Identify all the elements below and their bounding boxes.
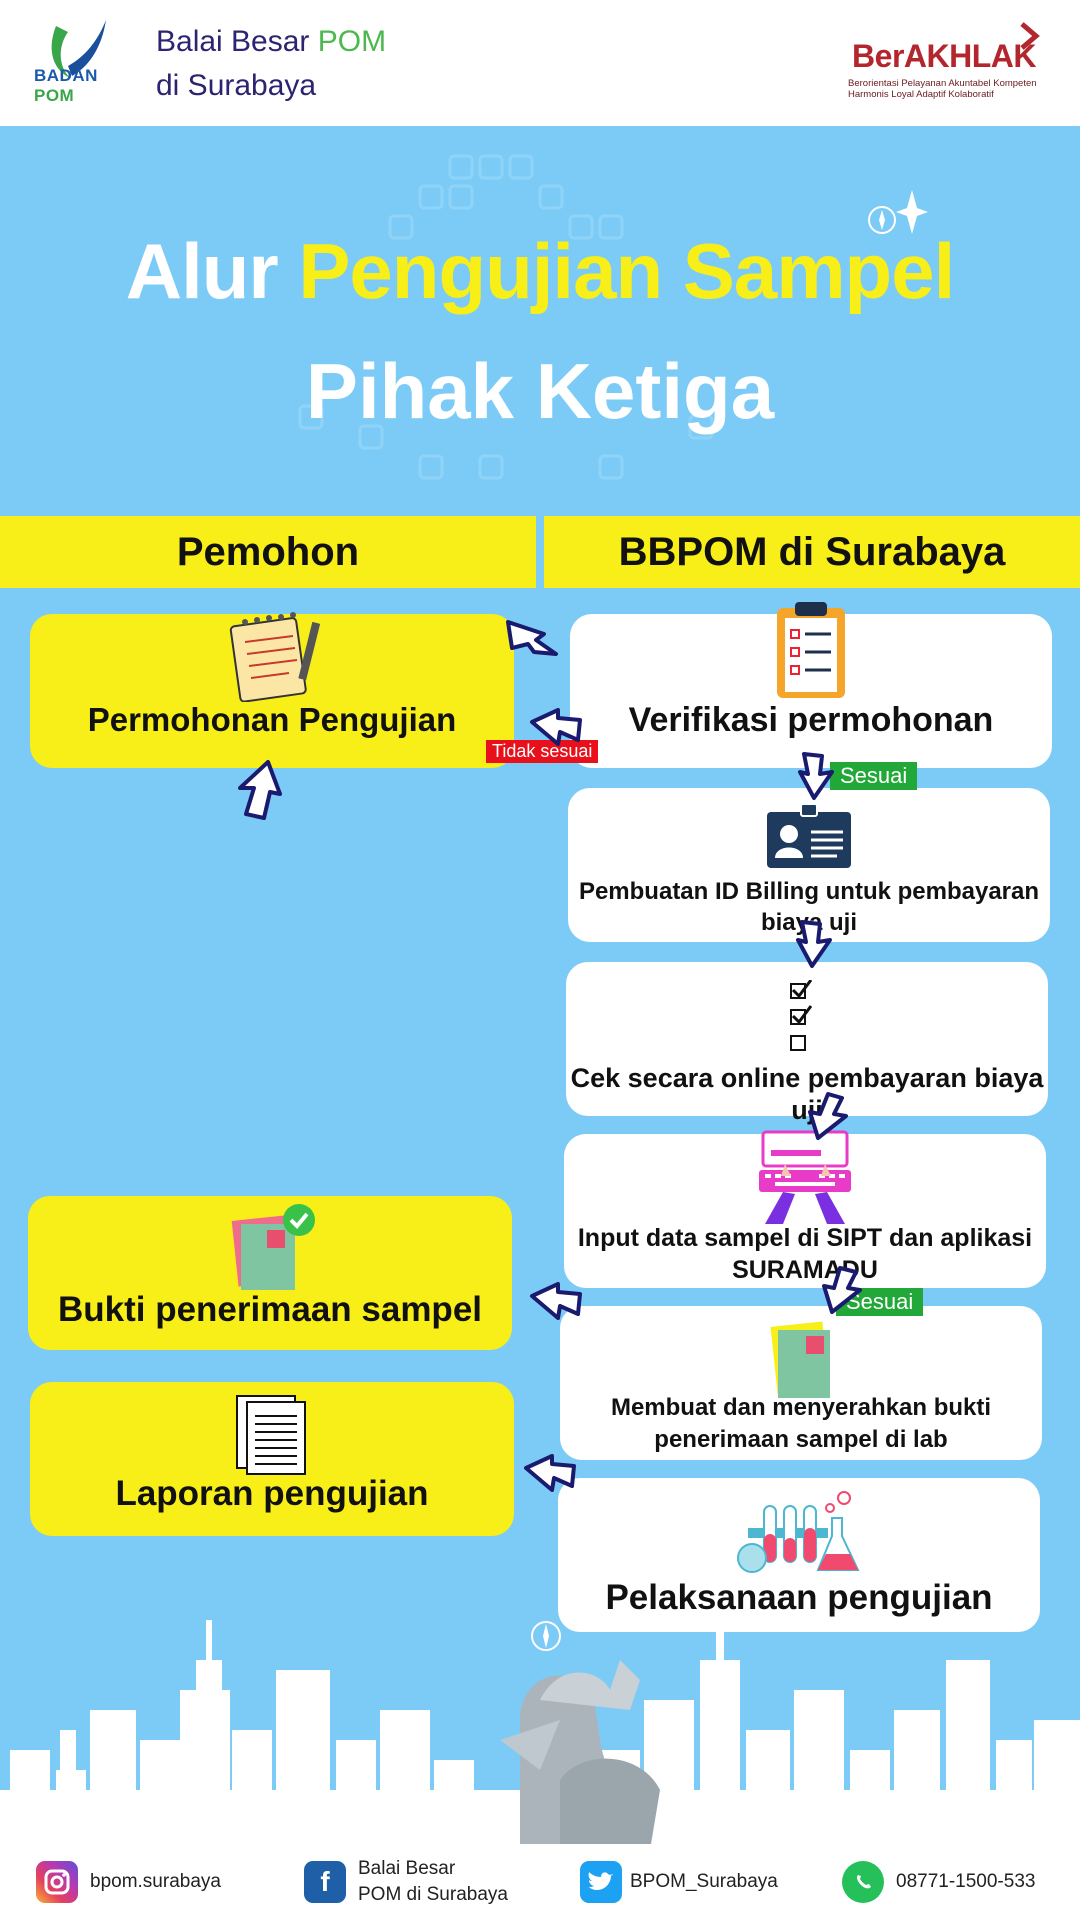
facebook-icon: f <box>304 1861 346 1903</box>
main-title-line2: Pihak Ketiga <box>305 347 775 435</box>
arrow-down-icon <box>798 752 834 800</box>
twitter-handle: BPOM_Surabaya <box>630 1871 778 1892</box>
title-pengujian-sampel: Pengujian Sampel <box>298 227 955 315</box>
arrow-right-icon <box>506 620 558 656</box>
header: BADAN POM Balai Besar POM di Surabaya Be… <box>0 0 1080 126</box>
twitter-icon <box>580 1861 622 1903</box>
checklist-icon <box>790 980 813 1051</box>
facebook-name-line1: Balai Besar <box>358 1858 456 1879</box>
documents-check-icon <box>231 1204 315 1290</box>
facebook-name-line2: POM di Surabaya <box>358 1884 508 1905</box>
footer-instagram[interactable]: bpom.surabaya <box>36 1844 221 1920</box>
clipboard-checklist-icon <box>777 602 845 698</box>
laptop-typing-icon <box>759 1130 851 1224</box>
arrow-up-icon <box>238 760 282 820</box>
step-label-billing: Pembuatan ID Billing untuk pembayaran bi… <box>578 878 1040 936</box>
arrow-left-icon <box>524 1454 576 1492</box>
background-pattern <box>298 154 714 480</box>
berakhlak-logo: BerAKHLAK Berorientasi Pelayanan Akuntab… <box>844 22 1044 102</box>
instagram-icon <box>36 1861 78 1903</box>
step-bukti-penerimaan: Bukti penerimaan sampel <box>28 1196 512 1350</box>
tag-sesuai-verifikasi: Sesuai <box>830 762 918 790</box>
footer-facebook[interactable]: f Balai Besar POM di Surabaya <box>304 1844 508 1920</box>
arrow-down-icon <box>808 1092 848 1140</box>
column-header-bbpom: BBPOM di Surabaya <box>544 516 1080 588</box>
header-title-balai: Balai Besar <box>156 25 318 58</box>
logo-text-pom: POM <box>34 86 75 105</box>
step-permohonan-pengujian: Permohonan Pengujian <box>30 612 514 768</box>
berakhlak-tagline: Berorientasi Pelayanan Akuntabel Kompete… <box>848 78 1037 100</box>
footer-twitter[interactable]: BPOM_Surabaya <box>580 1844 778 1920</box>
arrow-left-icon <box>530 708 582 746</box>
arrow-down-icon <box>822 1266 862 1314</box>
step-label-pelaksanaan: Pelaksanaan pengujian <box>605 1578 993 1617</box>
berakhlak-word: BerAKHLAK <box>852 38 1036 74</box>
chevron-right-icon <box>1020 22 1040 50</box>
arrow-left-icon <box>530 1282 582 1320</box>
badan-pom-logo: BADAN POM <box>28 16 128 106</box>
step-label-cek: Cek secara online pembayaran biaya uji <box>570 1063 1044 1125</box>
footer: bpom.surabaya f Balai Besar POM di Surab… <box>0 1844 1080 1920</box>
city-skyline-illustration <box>0 1610 1080 1850</box>
notepad-icon <box>229 612 321 702</box>
logo-text-badan: BADAN <box>34 66 98 85</box>
whatsapp-icon <box>842 1861 884 1903</box>
arrow-down-icon <box>796 920 832 968</box>
step-label-membuat: Membuat dan menyerahkan bukti penerimaan… <box>610 1394 992 1453</box>
lab-flask-icon <box>737 1491 860 1573</box>
step-pelaksanaan-pengujian: Pelaksanaan pengujian <box>558 1478 1040 1632</box>
tag-sesuai-input: Sesuai <box>836 1288 924 1316</box>
header-title-pom: POM <box>317 25 387 58</box>
step-pembuatan-id-billing: Pembuatan ID Billing untuk pembayaran bi… <box>568 788 1050 942</box>
documents-icon <box>770 1321 830 1398</box>
header-title: Balai Besar POM di Surabaya <box>156 20 386 108</box>
header-title-surabaya: di Surabaya <box>156 69 317 102</box>
step-membuat-bukti: Membuat dan menyerahkan bukti penerimaan… <box>560 1306 1042 1460</box>
step-label-permohonan: Permohonan Pengujian <box>87 701 457 738</box>
tag-tidak-sesuai: Tidak sesuai <box>486 740 599 763</box>
step-input-data-sampel: Input data sampel di SIPT dan aplikasi S… <box>564 1130 1046 1288</box>
facebook-name: Balai Besar POM di Surabaya <box>358 1856 508 1908</box>
badan-pom-swoosh-icon <box>51 20 106 78</box>
column-header-pemohon: Pemohon <box>0 516 536 588</box>
step-label-laporan: Laporan pengujian <box>115 1474 429 1513</box>
step-laporan-pengujian: Laporan pengujian <box>30 1382 514 1536</box>
step-cek-pembayaran: Cek secara online pembayaran biaya uji <box>566 962 1048 1125</box>
whatsapp-number: 08771-1500-533 <box>896 1871 1036 1892</box>
title-alur: Alur <box>125 227 299 315</box>
step-label-bukti: Bukti penerimaan sampel <box>57 1290 483 1329</box>
step-verifikasi-permohonan: Verifikasi permohonan <box>570 602 1052 768</box>
footer-whatsapp[interactable]: 08771-1500-533 <box>842 1844 1035 1920</box>
id-card-icon <box>767 804 851 868</box>
main-title-line1: Alur Pengujian Sampel <box>0 226 1080 317</box>
sparkle-icon <box>868 190 928 234</box>
step-label-verifikasi: Verifikasi permohonan <box>628 701 994 739</box>
step-label-input: Input data sampel di SIPT dan aplikasi S… <box>577 1224 1033 1284</box>
instagram-handle: bpom.surabaya <box>90 1871 221 1892</box>
document-report-icon <box>236 1395 306 1475</box>
